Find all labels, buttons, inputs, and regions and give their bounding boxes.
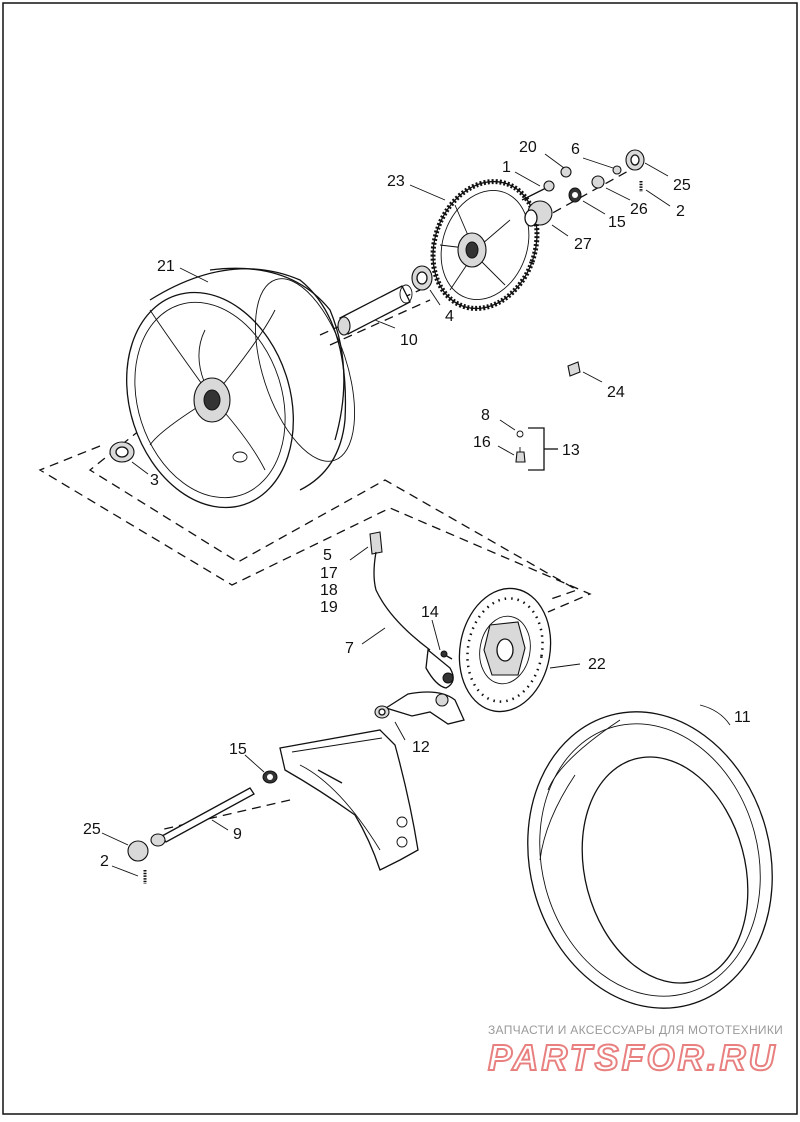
bearing-left bbox=[109, 441, 135, 463]
tire bbox=[527, 711, 773, 1009]
callout-21: 21 bbox=[157, 258, 175, 275]
watermark-brand: PARTSFOR.RU bbox=[488, 1037, 778, 1078]
clip-part bbox=[567, 361, 581, 377]
callout-25-top: 25 bbox=[673, 177, 691, 194]
callout-15-top: 15 bbox=[608, 214, 626, 231]
bushing-lower bbox=[262, 770, 278, 784]
callout-7: 7 bbox=[345, 640, 354, 657]
wheel-rim bbox=[126, 267, 356, 509]
watermark-tagline: ЗАПЧАСТИ И АКСЕССУАРЫ ДЛЯ МОТОТЕХНИКИ bbox=[488, 1023, 783, 1037]
callout-20: 20 bbox=[519, 139, 537, 156]
bolt-14 bbox=[440, 650, 453, 660]
caliper-bracket bbox=[374, 691, 465, 725]
callout-1: 1 bbox=[502, 159, 511, 176]
axle bbox=[150, 787, 255, 847]
spacer-tube bbox=[337, 284, 413, 336]
callout-9: 9 bbox=[233, 826, 242, 843]
callout-24: 24 bbox=[607, 384, 625, 401]
callout-26: 26 bbox=[630, 201, 648, 218]
callout-labels: 20 6 1 25 23 26 2 15 27 21 4 10 24 8 16 … bbox=[83, 139, 751, 870]
sprocket bbox=[430, 179, 540, 311]
callout-2-top: 2 bbox=[676, 203, 685, 220]
callout-16: 16 bbox=[473, 434, 491, 451]
callout-22: 22 bbox=[588, 656, 606, 673]
sensor-cable bbox=[369, 531, 454, 689]
bearing-right bbox=[411, 265, 433, 291]
callout-27: 27 bbox=[574, 236, 592, 253]
callout-25-bottom: 25 bbox=[83, 821, 101, 838]
callout-5: 5 bbox=[323, 547, 332, 564]
callout-3: 3 bbox=[150, 472, 159, 489]
axle-cap-lower bbox=[127, 840, 149, 884]
callout-11: 11 bbox=[734, 709, 751, 726]
callout-2-bottom: 2 bbox=[100, 853, 109, 870]
callout-12: 12 bbox=[412, 739, 430, 756]
callout-10: 10 bbox=[400, 332, 418, 349]
callout-23: 23 bbox=[387, 173, 405, 190]
callout-17: 17 bbox=[320, 565, 338, 582]
watermark: ЗАПЧАСТИ И АКСЕССУАРЫ ДЛЯ МОТОТЕХНИКИ PA… bbox=[487, 1023, 783, 1079]
callout-8: 8 bbox=[481, 407, 490, 424]
brake-disc bbox=[458, 587, 552, 713]
axle-hardware-top bbox=[521, 149, 645, 227]
callout-6: 6 bbox=[571, 141, 580, 158]
valve-stem bbox=[515, 430, 526, 463]
callout-15-bottom: 15 bbox=[229, 741, 247, 758]
swingarm bbox=[279, 729, 419, 871]
callout-19: 19 bbox=[320, 599, 338, 616]
callout-13: 13 bbox=[562, 442, 580, 459]
leader-lines bbox=[101, 153, 731, 877]
bracket-13 bbox=[528, 427, 558, 471]
callout-18: 18 bbox=[320, 582, 338, 599]
assembly-guide-lines bbox=[38, 169, 631, 831]
callout-14: 14 bbox=[421, 604, 439, 621]
callout-4: 4 bbox=[445, 308, 454, 325]
